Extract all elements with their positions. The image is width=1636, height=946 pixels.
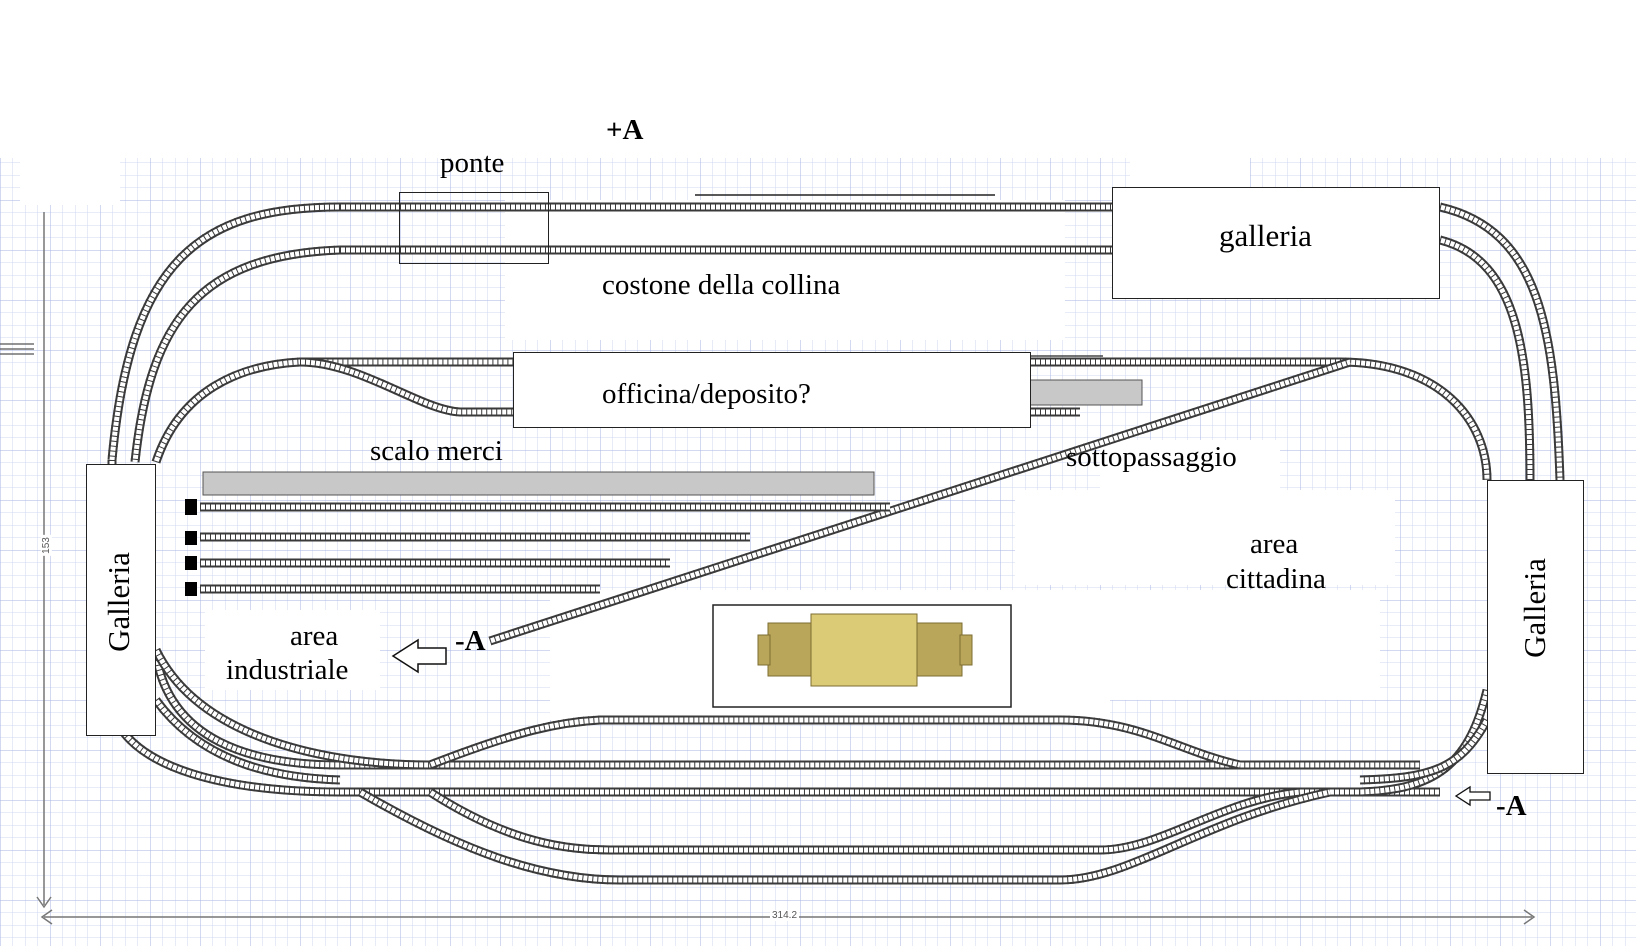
tracks xyxy=(107,202,1565,885)
freight-platform xyxy=(202,471,875,496)
station-building xyxy=(712,604,1012,708)
track-segment-gap xyxy=(428,789,1301,853)
tunnel-top-box xyxy=(1112,187,1440,299)
track-segment-gap xyxy=(153,648,431,768)
freight-yard-label: scalo merci xyxy=(370,435,503,467)
tunnel-top-label: galleria xyxy=(1219,218,1312,253)
buffer-stops xyxy=(185,499,197,596)
dimension-height-label: 153 xyxy=(40,535,52,556)
tunnel-left-box xyxy=(86,464,156,736)
track-ties xyxy=(488,357,1352,646)
track-segment-gap xyxy=(429,717,1241,768)
ridge-label: costone della collina xyxy=(602,269,841,301)
blank-area xyxy=(205,610,380,690)
left-edge-marker xyxy=(0,343,34,355)
blank-area xyxy=(1100,440,1280,510)
city-area-label: area xyxy=(1250,528,1299,560)
track-ties xyxy=(130,235,1535,483)
workshop-box xyxy=(513,352,1031,428)
tunnel-left-label: Galleria xyxy=(101,552,136,652)
depot-platform xyxy=(1029,379,1143,406)
bridge-box xyxy=(399,192,549,264)
track-ties xyxy=(151,357,1492,481)
bridge-label: ponte xyxy=(440,147,505,179)
track-segment-gap xyxy=(153,698,341,783)
track-ties xyxy=(357,787,1331,885)
arrow-left-icon xyxy=(391,638,447,674)
track-ties xyxy=(107,202,1565,797)
blank-area xyxy=(1130,150,1250,190)
underpass-label: sottopassaggio xyxy=(1066,441,1237,473)
track-ties xyxy=(299,357,1080,417)
blank-area xyxy=(0,0,1636,158)
tunnel-right-box xyxy=(1487,480,1584,774)
minus-a-right: -A xyxy=(1496,790,1527,822)
workshop-label: officina/deposito? xyxy=(602,378,811,410)
blank-area xyxy=(20,150,120,205)
blank-area xyxy=(1060,590,1380,700)
dimension-width-label: 314.2 xyxy=(770,910,800,921)
industrial-area-label: industriale xyxy=(226,654,349,686)
top-marker: +A xyxy=(606,114,644,146)
arrow-left-icon xyxy=(1454,785,1491,807)
minus-a-left: -A xyxy=(455,625,486,657)
track-segment-gap xyxy=(153,654,1420,768)
blank-area xyxy=(505,200,1065,340)
tunnel-right-label: Galleria xyxy=(1517,558,1552,658)
track-segment-gap xyxy=(1359,718,1490,783)
industrial-area-label: area xyxy=(290,620,339,652)
city-area-label: cittadina xyxy=(1226,563,1326,595)
